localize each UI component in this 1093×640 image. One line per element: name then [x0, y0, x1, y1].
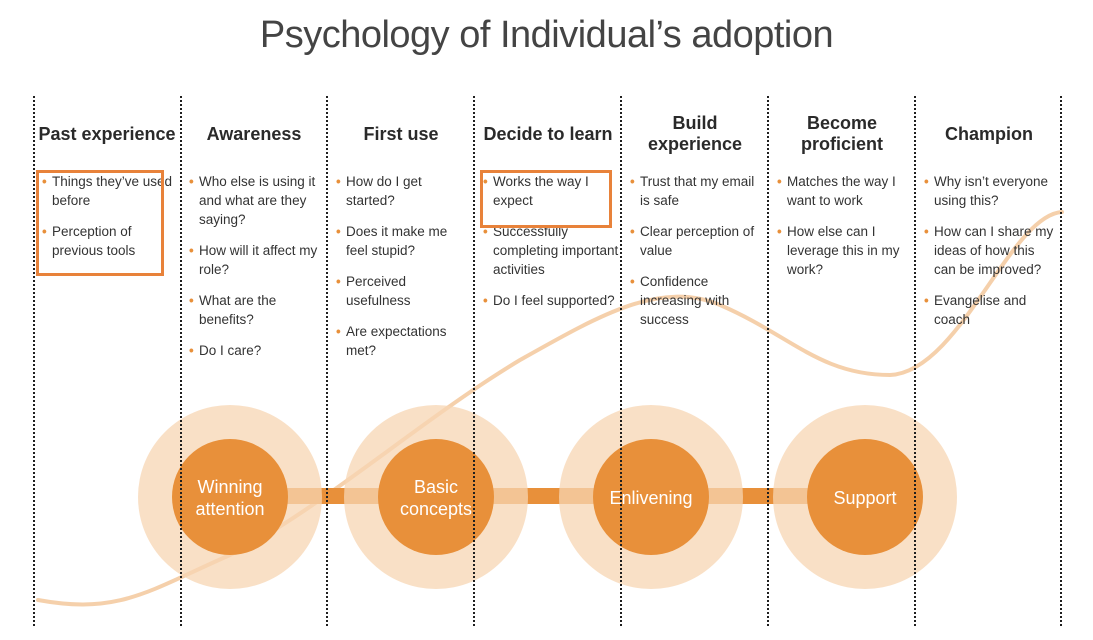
bullet-icon: • [924, 293, 929, 308]
stage-heading: Become proficient [800, 113, 883, 154]
column-divider [767, 96, 769, 626]
bullet-icon: • [777, 174, 782, 189]
stage-column-awareness: Awareness •Who else is using it and what… [183, 110, 325, 372]
bullet-icon: • [630, 174, 635, 189]
stage-item: •Evangelise and coach [924, 293, 1027, 327]
phase-circle [593, 439, 709, 555]
bullet-icon: • [630, 224, 635, 239]
stage-item: •Things they’ve used before [42, 174, 173, 208]
stage-item: •Perception of previous tools [42, 224, 136, 258]
column-divider [180, 96, 182, 626]
stage-item-list: •Works the way I expect •Successfully co… [477, 172, 619, 310]
bullet-icon: • [336, 174, 341, 189]
stage-item: •Successfully completing important activ… [483, 224, 619, 277]
stage-item-list: •Things they’ve used before •Perception … [36, 172, 178, 260]
phase-label: Winning [197, 477, 262, 497]
stage-heading: Past experience [38, 123, 176, 144]
stage-item: •How else can I leverage this in my work… [777, 224, 900, 277]
bullet-icon: • [42, 224, 47, 239]
highlight-box-decide-to-learn [480, 170, 612, 228]
stage-item-list: •How do I get started? •Does it make me … [330, 172, 472, 360]
bullet-icon: • [336, 224, 341, 239]
phase-label: attention [195, 499, 264, 519]
bullet-icon: • [42, 174, 47, 189]
stage-item: •Do I feel supported? [483, 293, 615, 308]
stage-heading: Build experience [647, 113, 743, 154]
stage-item-list: •Matches the way I want to work •How els… [771, 172, 913, 279]
bullet-icon: • [777, 224, 782, 239]
stage-column-become-proficient: Become proficient •Matches the way I wan… [771, 110, 913, 291]
bullet-icon: • [924, 224, 929, 239]
stage-column-first-use: First use •How do I get started? •Does i… [330, 110, 472, 372]
stage-item: •What are the benefits? [189, 293, 277, 327]
stage-item: •Perceived usefulness [336, 274, 411, 308]
bullet-icon: • [483, 224, 488, 239]
page-title: Psychology of Individual’s adoption [259, 14, 834, 56]
bullet-icon: • [483, 293, 488, 308]
highlight-box-past-experience [36, 170, 164, 276]
column-divider [914, 96, 916, 626]
bullet-icon: • [630, 274, 635, 289]
column-divider [473, 96, 475, 626]
stage-heading: First use [363, 123, 439, 144]
stage-item: •Matches the way I want to work [777, 174, 896, 208]
column-divider [326, 96, 328, 626]
bullet-icon: • [336, 274, 341, 289]
stage-heading: Decide to learn [483, 123, 613, 144]
stage-item: •Who else is using it and what are they … [189, 174, 316, 227]
bullet-icon: • [336, 324, 341, 339]
stage-item: •Confidence increasing with success [630, 274, 730, 327]
column-divider [1060, 96, 1062, 626]
bullet-icon: • [189, 174, 194, 189]
column-divider [620, 96, 622, 626]
column-divider [33, 96, 35, 626]
bullet-icon: • [189, 343, 194, 358]
stage-item: •Clear perception of value [630, 224, 755, 258]
phase-label: Support [833, 488, 896, 508]
phase-label: concepts [400, 499, 472, 519]
bullet-icon: • [924, 174, 929, 189]
stage-column-past-experience: Past experience •Things they’ve used bef… [36, 110, 178, 272]
bullet-icon: • [189, 243, 194, 258]
stage-item-list: •Why isn’t everyone using this? •How can… [918, 172, 1060, 329]
stage-item: •Does it make me feel stupid? [336, 224, 448, 258]
stage-column-decide-to-learn: Decide to learn •Works the way I expect … [477, 110, 619, 322]
stage-item: •Do I care? [189, 343, 262, 358]
stage-item: •How can I share my ideas of how this ca… [924, 224, 1054, 277]
stage-item: •Why isn’t everyone using this? [924, 174, 1049, 208]
bullet-icon: • [483, 174, 488, 189]
stage-heading: Champion [945, 123, 1033, 144]
stage-column-build-experience: Build experience •Trust that my email is… [624, 110, 766, 341]
stage-item: •How will it affect my role? [189, 243, 318, 277]
phase-circle [807, 439, 923, 555]
stage-item-list: •Trust that my email is safe •Clear perc… [624, 172, 766, 329]
phase-label: Enlivening [609, 488, 692, 508]
stage-item-list: •Who else is using it and what are they … [183, 172, 325, 360]
phase-label: Basic [414, 477, 458, 497]
phase-circle [172, 439, 288, 555]
phase-circle [378, 439, 494, 555]
stage-item: •Are expectations met? [336, 324, 447, 358]
stage-item: •Trust that my email is safe [630, 174, 755, 208]
stage-item: •How do I get started? [336, 174, 422, 208]
stage-heading: Awareness [206, 123, 302, 144]
stage-column-champion: Champion •Why isn’t everyone using this?… [918, 110, 1060, 341]
stage-item: •Works the way I expect [483, 174, 589, 208]
bullet-icon: • [189, 293, 194, 308]
